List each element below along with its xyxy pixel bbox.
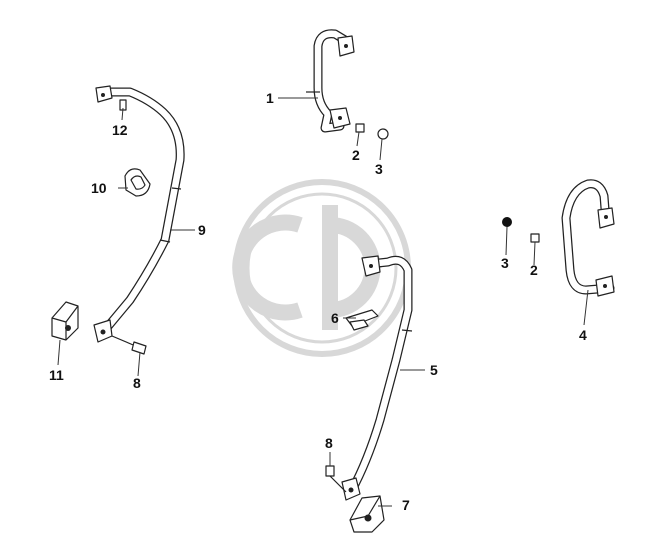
part-1-pipe <box>306 29 355 133</box>
part-10-grommet <box>124 168 151 197</box>
label-part-2-right: 2 <box>530 262 538 278</box>
part-11-bracket <box>51 301 79 341</box>
part-4-pipe <box>561 179 615 297</box>
watermark-logo <box>232 179 411 357</box>
part-6-clip <box>345 309 379 331</box>
leader-lines <box>57 97 589 507</box>
part-labels: 1 2 3 3 2 4 5 6 7 8 8 9 10 11 12 <box>49 90 587 513</box>
part-3-nut-right <box>502 217 512 227</box>
label-part-2-top: 2 <box>352 147 360 163</box>
label-part-9: 9 <box>198 222 206 238</box>
label-part-8-center: 8 <box>325 435 333 451</box>
part-2-washer-right <box>530 233 540 243</box>
label-part-1: 1 <box>266 90 274 106</box>
label-part-7: 7 <box>402 497 410 513</box>
label-part-11: 11 <box>49 367 64 383</box>
part-3-nut-top <box>377 128 389 140</box>
label-part-6: 6 <box>331 310 339 326</box>
label-part-5: 5 <box>430 362 438 378</box>
label-part-3-right: 3 <box>501 255 509 271</box>
label-part-4: 4 <box>579 327 587 343</box>
label-part-12: 12 <box>112 122 128 138</box>
part-9-rod <box>93 85 185 343</box>
label-part-3-top: 3 <box>375 161 383 177</box>
part-12-bolt <box>119 99 127 111</box>
part-5-rod <box>341 255 413 501</box>
part-2-washer-top <box>355 123 365 133</box>
label-part-8-left: 8 <box>133 375 141 391</box>
part-7-bracket <box>349 495 385 533</box>
part-8-bolt-left <box>111 335 147 355</box>
part-8-bolt-center <box>325 465 347 493</box>
label-part-10: 10 <box>91 180 107 196</box>
